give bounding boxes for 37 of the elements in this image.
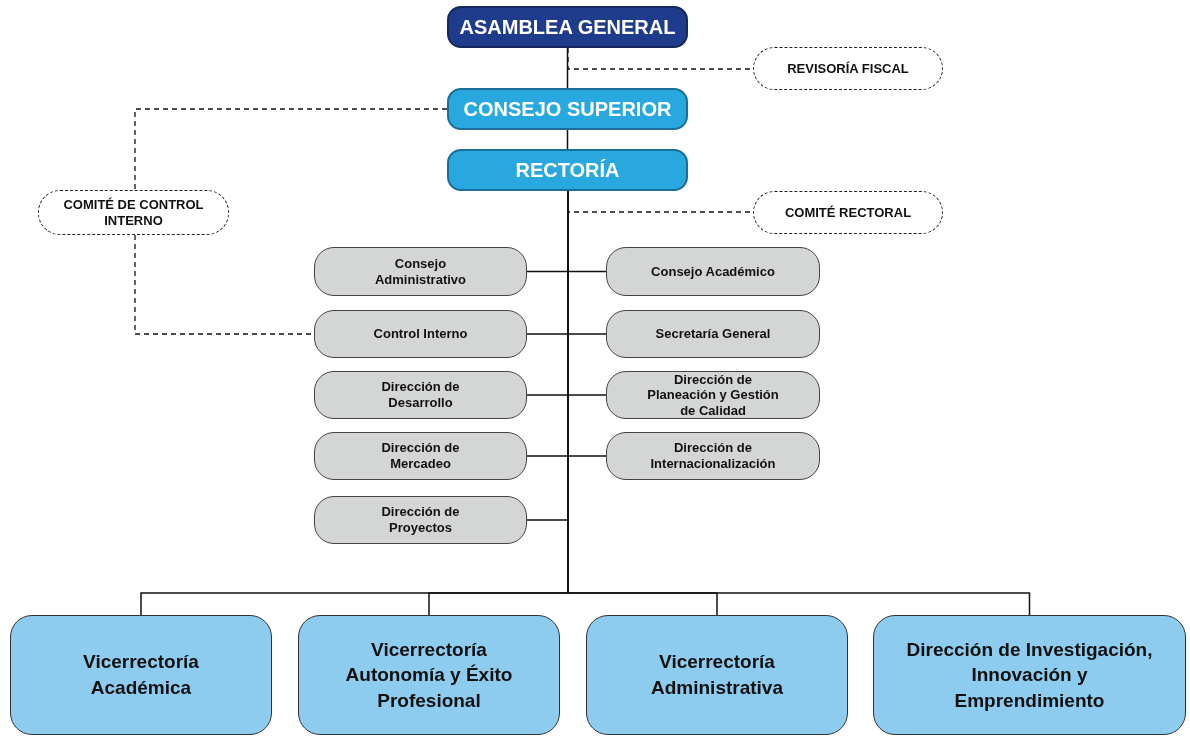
box-label: COMITÉ RECTORAL	[784, 204, 912, 221]
box-label: Dirección de Investigación, Innovación y Emprendimiento	[905, 637, 1154, 713]
unit-pill	[606, 432, 820, 480]
unit-pill	[314, 432, 527, 480]
division-box	[586, 615, 848, 735]
box-label: Control Interno	[373, 326, 468, 342]
connector-line	[566, 129, 569, 150]
box-label: Dirección de Planeación y Gestión de Calidad	[647, 371, 779, 419]
box-label: Dirección de Internacionalización	[649, 440, 777, 472]
box-label: Secretaría General	[655, 326, 771, 342]
box-label: Dirección de Mercadeo	[380, 440, 461, 472]
division-box	[298, 615, 560, 735]
box-label: ASAMBLEA GENERAL	[459, 15, 676, 39]
box-label: Dirección de Desarrollo	[380, 379, 461, 411]
box-label: COMITÉ DE CONTROL INTERNO	[62, 196, 205, 229]
unit-pill	[606, 310, 820, 358]
division-box	[10, 615, 272, 735]
box-label: Vicerrectoría Autonomía y Éxito Profesional	[344, 637, 514, 713]
unit-pill	[314, 247, 527, 296]
box-label: Vicerrectoría Académica	[82, 650, 200, 700]
unit-pill	[606, 371, 820, 419]
division-box	[873, 615, 1186, 735]
org-box	[447, 6, 688, 48]
box-label: Vicerrectoría Administrativa	[650, 650, 784, 700]
box-label: Dirección de Proyectos	[380, 504, 461, 536]
unit-pill	[606, 247, 820, 296]
unit-pill	[314, 496, 527, 544]
unit-pill	[314, 310, 527, 358]
box-label: RECTORÍA	[515, 158, 620, 182]
connector-line	[134, 108, 448, 191]
org-box	[447, 88, 688, 130]
box-label: REVISORÍA FISCAL	[787, 60, 909, 77]
org-box	[447, 149, 688, 191]
box-label: Consejo Académico	[651, 263, 775, 280]
box-label: Consejo Administrativo	[374, 255, 467, 288]
box-label: CONSEJO SUPERIOR	[463, 97, 672, 121]
unit-pill	[314, 371, 527, 419]
